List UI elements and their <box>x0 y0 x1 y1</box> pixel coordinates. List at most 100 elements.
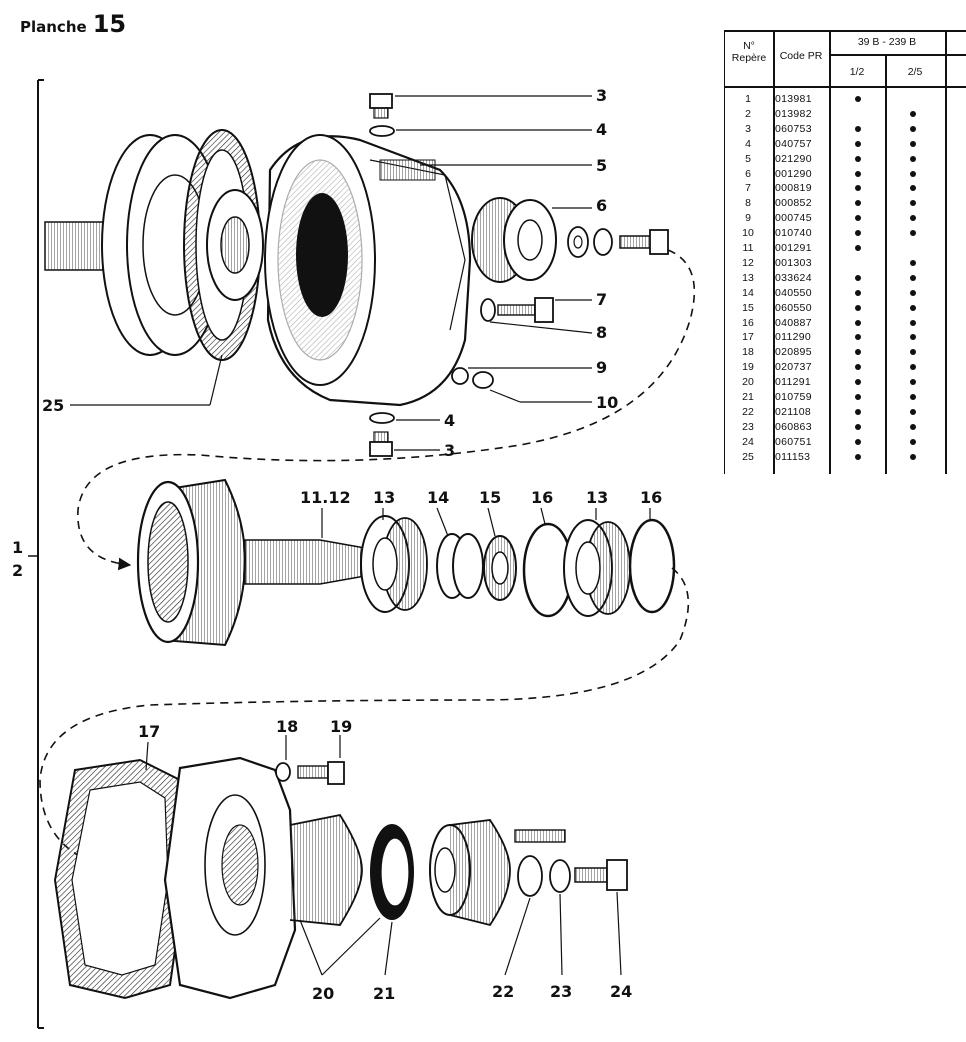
table-row: 20 011291 <box>725 375 966 390</box>
row-code: 010759 <box>775 391 812 403</box>
availability-dot-2-5 <box>910 259 916 266</box>
plate-number: 15 <box>92 10 127 38</box>
callout-4-top: 4 <box>596 120 607 139</box>
callout-15: 15 <box>479 488 501 507</box>
availability-dot-1-2 <box>855 364 861 371</box>
availability-dot-1-2 <box>855 423 861 430</box>
callout-5: 5 <box>596 156 607 175</box>
row-repere: 2 <box>745 107 751 120</box>
callout-22: 22 <box>492 982 514 1001</box>
row-code: 040550 <box>775 286 812 299</box>
row-repere: 8 <box>745 197 751 210</box>
availability-dot-2-5 <box>910 423 916 430</box>
callout-3-top: 3 <box>596 86 607 105</box>
row-code: 001291 <box>775 242 812 254</box>
availability-dot-2-5 <box>910 349 916 356</box>
callout-17: 17 <box>138 722 160 741</box>
header-code: Code PR <box>779 50 823 62</box>
row-code: 010740 <box>775 227 812 240</box>
availability-dot-1-2 <box>855 125 861 132</box>
callout-6: 6 <box>596 196 607 215</box>
row-repere: 4 <box>745 137 751 150</box>
header-model-group: 39 B - 239 B <box>857 36 917 48</box>
availability-dot-1-2 <box>855 155 861 162</box>
availability-dot-2-5 <box>910 215 916 222</box>
availability-dot-1-2 <box>855 438 861 445</box>
row-code: 040757 <box>775 137 812 150</box>
availability-dot-2-5 <box>910 110 916 117</box>
availability-dot-1-2 <box>855 200 861 207</box>
availability-dot-1-2 <box>855 319 861 326</box>
row-repere: 20 <box>742 376 754 389</box>
availability-dot-1-2 <box>855 230 861 237</box>
availability-dot-2-5 <box>910 200 916 207</box>
availability-dot-1-2 <box>855 408 861 415</box>
row-code: 020737 <box>775 361 812 374</box>
availability-dot-1-2 <box>855 245 861 251</box>
availability-dot-1-2 <box>855 140 861 147</box>
callout-20: 20 <box>312 984 334 1003</box>
availability-dot-2-5 <box>910 364 916 371</box>
row-code: 060753 <box>775 122 812 135</box>
row-repere: 1 <box>745 93 751 105</box>
row-code: 001290 <box>775 167 812 180</box>
callout-13-first: 13 <box>373 488 395 507</box>
callout-14: 14 <box>427 488 449 507</box>
table-row: 21 010759 <box>725 390 966 405</box>
row-repere: 23 <box>742 420 754 433</box>
availability-dot-2-5 <box>910 453 916 460</box>
callout-21: 21 <box>373 984 395 1003</box>
callout-8: 8 <box>596 323 607 342</box>
availability-dot-2-5 <box>910 140 916 147</box>
availability-dot-2-5 <box>910 185 916 192</box>
table-row: 12 001303 <box>725 256 966 271</box>
availability-dot-2-5 <box>910 379 916 386</box>
availability-dot-2-5 <box>910 408 916 415</box>
callout-19: 19 <box>330 717 352 736</box>
row-code: 040887 <box>775 316 812 329</box>
availability-dot-2-5 <box>910 274 916 281</box>
housing-bore <box>296 193 348 317</box>
row-code: 001303 <box>775 256 812 269</box>
row-code: 020895 <box>775 346 812 359</box>
row-repere: 19 <box>742 361 754 374</box>
row-repere: 21 <box>742 391 754 403</box>
row-repere: 24 <box>742 435 754 448</box>
row-repere: 22 <box>742 405 754 418</box>
availability-dot-1-2 <box>855 304 861 311</box>
table-row: 4 040757 <box>725 137 966 152</box>
availability-dot-2-5 <box>910 230 916 237</box>
availability-dot-2-5 <box>910 438 916 445</box>
availability-dot-2-5 <box>910 334 916 341</box>
availability-dot-2-5 <box>910 170 916 177</box>
availability-dot-1-2 <box>855 453 861 460</box>
callout-10: 10 <box>596 393 618 412</box>
callout-2: 2 <box>12 561 23 580</box>
callout-23: 23 <box>550 982 572 1001</box>
row-repere: 9 <box>745 212 751 225</box>
row-code: 021108 <box>775 405 812 418</box>
row-code: 021290 <box>775 152 812 165</box>
callout-1: 1 <box>12 538 23 557</box>
shaft-bearing-assembly <box>39 478 690 881</box>
callout-9: 9 <box>596 358 607 377</box>
table-row: 14 040550 <box>725 286 966 301</box>
callout-13-second: 13 <box>586 488 608 507</box>
row-repere: 12 <box>742 256 754 269</box>
table-row: 22 021108 <box>725 405 966 420</box>
row-code: 000852 <box>775 197 812 210</box>
row-repere: 14 <box>742 286 754 299</box>
row-code: 000745 <box>775 212 812 225</box>
row-code: 011290 <box>775 331 812 344</box>
callout-16-first: 16 <box>531 488 553 507</box>
table-row: 19 020737 <box>725 360 966 375</box>
row-code: 013982 <box>775 107 812 120</box>
availability-dot-1-2 <box>855 170 861 177</box>
row-code: 011291 <box>775 376 812 389</box>
